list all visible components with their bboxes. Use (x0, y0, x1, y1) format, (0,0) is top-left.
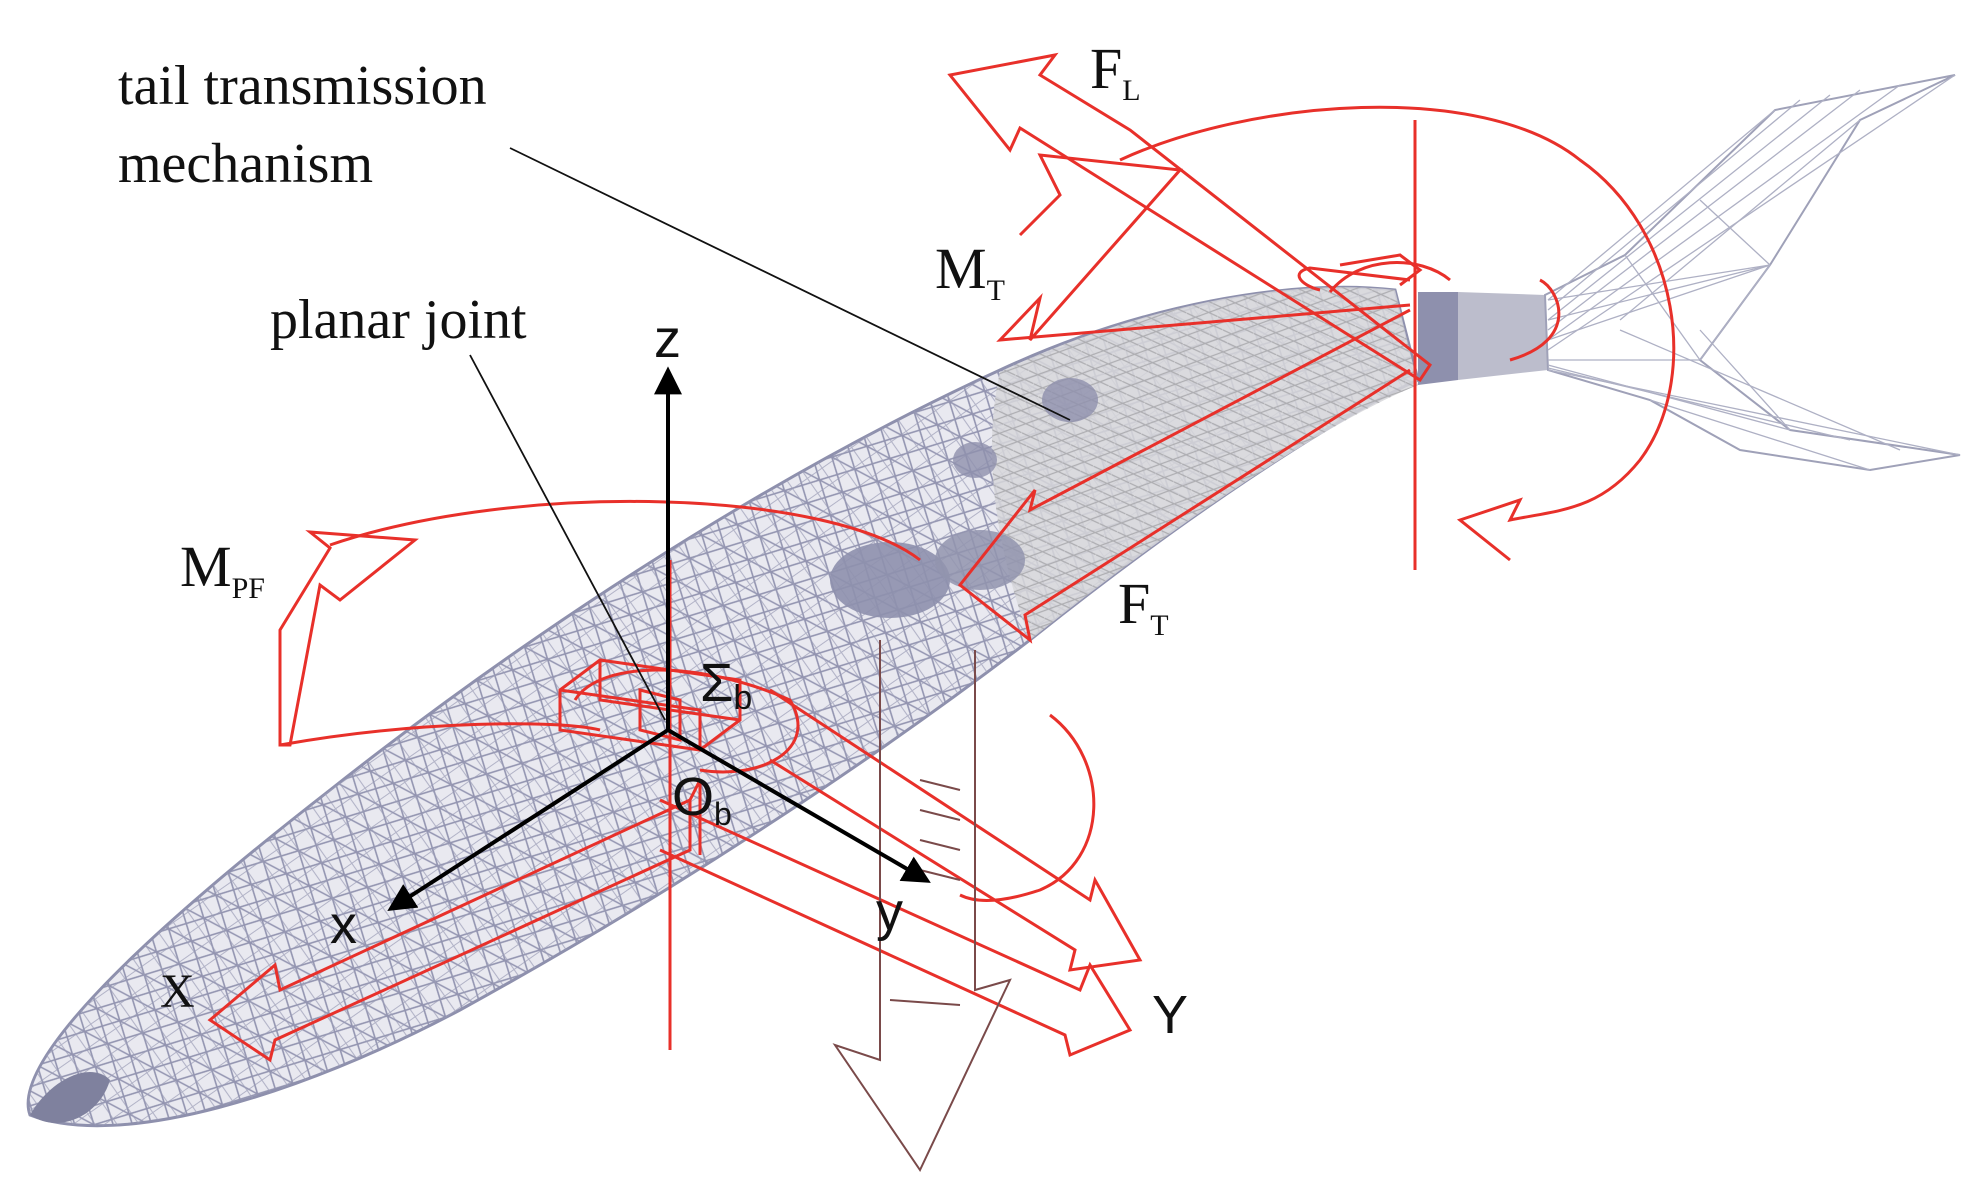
label-FL: FL (1090, 40, 1141, 106)
force-arrow-FT (957, 308, 1411, 644)
label-MT-sub: T (986, 274, 1005, 307)
label-FT-sub: T (1150, 609, 1169, 642)
label-FT-base: F (1118, 571, 1151, 636)
label-x-axis: x (330, 895, 357, 955)
force-arrow-Y (659, 798, 1133, 1058)
label-FL-sub: L (1122, 74, 1141, 107)
label-mechanism: mechanism (118, 133, 374, 195)
label-MT: MT (935, 240, 1005, 306)
y-axis (666, 728, 931, 883)
force-arrow-X (207, 797, 692, 1063)
moment-arrow-MPF (278, 530, 419, 747)
tail-fin-mesh (1418, 74, 1961, 472)
leader-tail-transmission (509, 147, 1071, 421)
label-z-axis: z (654, 309, 681, 369)
label-sigma-sub: b (733, 679, 753, 717)
weight-arrow (832, 640, 1012, 1173)
force-vectors (207, 52, 1676, 1063)
fish-body-mesh (26, 285, 1420, 1128)
label-O-sub: b (714, 796, 732, 832)
label-FT: FT (1118, 575, 1169, 641)
force-arrow-FL (947, 52, 1433, 383)
label-X-force: X (160, 965, 195, 1018)
label-y-axis: y (876, 882, 903, 942)
moment-arc-tail (1119, 105, 1676, 562)
label-FL-base: F (1090, 36, 1123, 101)
label-O-base: O (672, 767, 715, 827)
label-tail-transmission: tail transmission (118, 55, 487, 117)
label-sigma-b: Σb (700, 656, 752, 715)
label-planar-joint: planar joint (270, 289, 527, 351)
label-MPF: MPF (180, 538, 265, 604)
label-MPF-sub: PF (231, 572, 265, 605)
label-MT-base: M (935, 236, 987, 301)
leader-planar-joint (469, 354, 666, 721)
leader-lines (469, 147, 1071, 721)
label-origin-Ob: Ob (672, 770, 732, 830)
moment-arrow-MT (996, 153, 1411, 342)
label-sigma-base: Σ (700, 653, 734, 713)
label-Y-force: Y (1152, 985, 1189, 1045)
label-MPF-base: M (180, 534, 232, 599)
body-frame-axes (387, 366, 931, 912)
x-axis (387, 728, 670, 912)
